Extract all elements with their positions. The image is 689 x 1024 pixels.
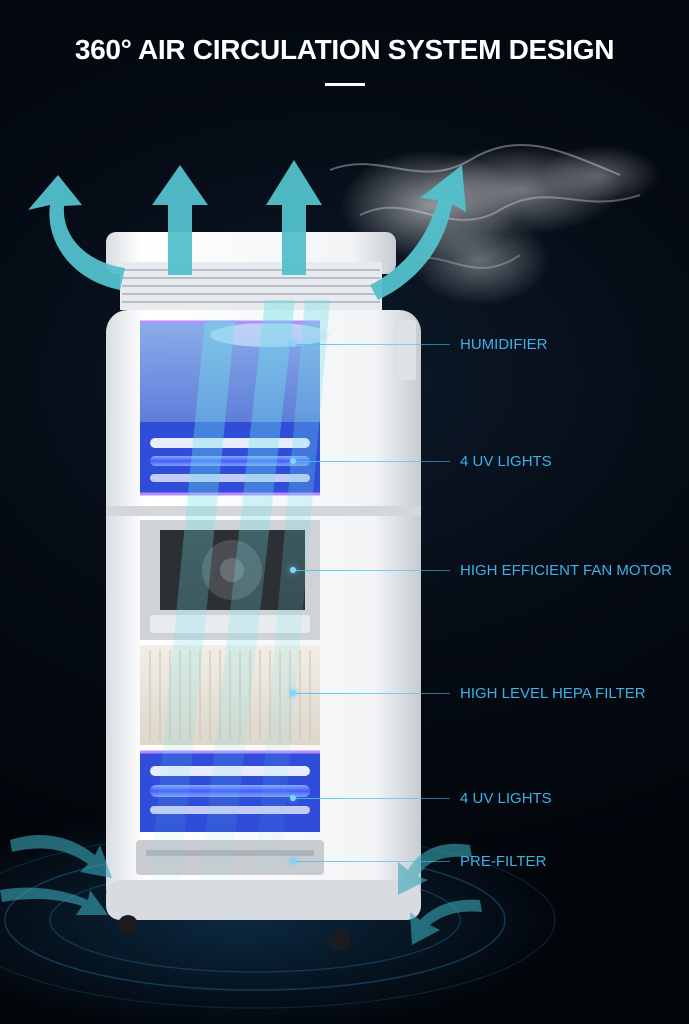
label-pre-filter: PRE-FILTER xyxy=(460,853,547,870)
label-fan-motor: HIGH EFFICIENT FAN MOTOR xyxy=(460,562,672,579)
callout-dot-humidifier xyxy=(290,341,296,347)
callout-dot-uv-lights-upper xyxy=(290,458,296,464)
top-grille xyxy=(106,232,396,310)
label-hepa-filter: HIGH LEVEL HEPA FILTER xyxy=(460,685,646,702)
callout-line-fan-motor xyxy=(296,570,450,571)
callout-dot-hepa-filter xyxy=(290,690,296,696)
airflow-arrow-icon xyxy=(28,160,466,300)
label-uv-lights-upper: 4 UV LIGHTS xyxy=(460,453,552,470)
callout-dot-pre-filter xyxy=(290,858,296,864)
callout-dot-fan-motor xyxy=(290,567,296,573)
base xyxy=(106,880,421,951)
page-title: 360° AIR CIRCULATION SYSTEM DESIGN xyxy=(74,34,615,65)
callout-line-pre-filter xyxy=(296,861,450,862)
intake-arrows xyxy=(0,835,482,945)
callout-line-uv-lights-lower xyxy=(296,798,450,799)
title-divider xyxy=(325,83,365,86)
airflow-beams xyxy=(150,300,330,880)
label-uv-lights-lower: 4 UV LIGHTS xyxy=(460,790,552,807)
smoke-icon xyxy=(329,144,660,305)
callout-line-humidifier xyxy=(296,344,450,345)
callout-line-uv-lights-upper xyxy=(296,461,450,462)
callout-line-hepa-filter xyxy=(296,693,450,694)
label-humidifier: HUMIDIFIER xyxy=(460,336,548,353)
callout-dot-uv-lights-lower xyxy=(290,795,296,801)
